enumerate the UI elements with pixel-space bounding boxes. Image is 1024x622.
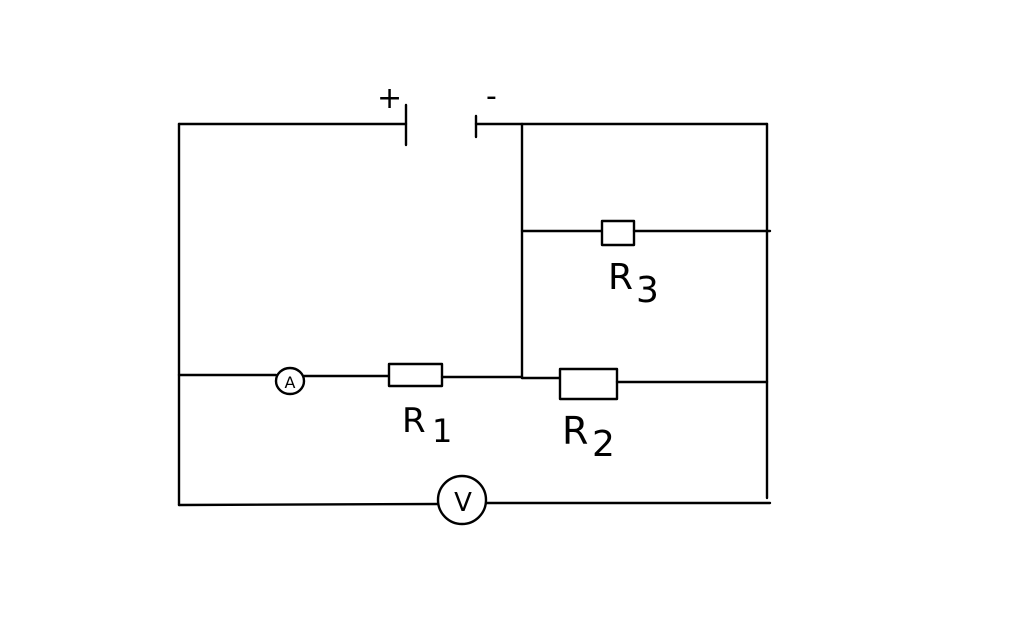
resistor-r3-label: R 3	[608, 257, 659, 311]
resistor-r3-label-sub: 3	[636, 270, 659, 311]
wire-bottom-left	[177, 502, 442, 507]
resistor-r1	[387, 362, 444, 388]
resistor-r1-label: R 1	[402, 401, 452, 450]
voltmeter-symbol: V	[454, 488, 472, 518]
resistor-r1-label-main: R	[402, 401, 426, 441]
ammeter-circle	[274, 366, 306, 396]
ammeter-symbol: A	[285, 373, 296, 392]
resistor-r3	[600, 219, 636, 247]
battery-positive-label: +	[377, 81, 402, 116]
voltmeter-circle	[436, 474, 488, 526]
battery-negative-label: -	[486, 79, 497, 114]
resistor-r1-label-sub: 1	[432, 412, 452, 450]
resistor-r2-label-sub: 2	[592, 424, 615, 465]
resistor-r2-label: R 2	[562, 409, 615, 465]
resistor-r2	[558, 367, 619, 401]
resistor-r2-label-main: R	[562, 409, 588, 453]
resistor-r3-label-main: R	[608, 257, 633, 298]
